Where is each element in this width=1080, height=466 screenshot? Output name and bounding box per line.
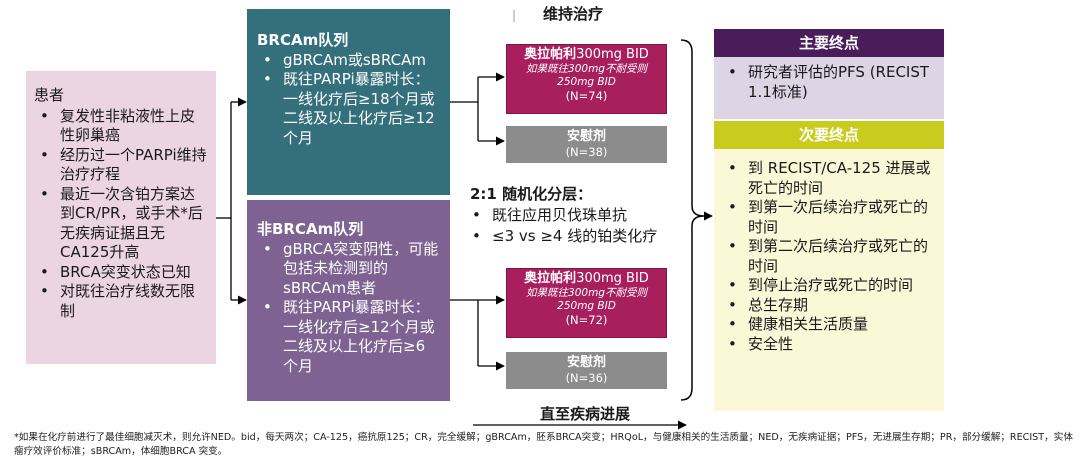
stratification-title: 2:1 随机化分层： (470, 185, 593, 203)
maintenance-title: 维持治疗 (543, 5, 604, 23)
list-item: gBRCA突变阴性，可能包括未检测到的sBRCAm患者 (257, 240, 440, 299)
list-item: 安全性 (722, 335, 936, 355)
secondary-endpoint-list: 到 RECIST/CA-125 进展或死亡的时间 到第一次后续治疗或死亡的时间 … (722, 159, 936, 354)
primary-endpoint-list: 研究者评估的PFS (RECIST 1.1标准) (722, 63, 936, 102)
secondary-endpoint-header: 次要终点 (714, 121, 944, 149)
nonbrca-cohort-list: gBRCA突变阴性，可能包括未检测到的sBRCAm患者 既往PARPi暴露时长：… (257, 240, 440, 377)
brca-olaparib-arm: 奥拉帕利300mg BID 如果既往300mg不耐受则 250mg BID (N… (506, 44, 667, 114)
brca-cohort-box: BRCAm队列 gBRCAm或sBRCAm 既往PARPi暴露时长：一线化疗后≥… (247, 9, 450, 195)
stratification-list: 既往应用贝伐珠单抗 ≤3 vs ≥4 线的铂类化疗 (470, 205, 710, 247)
arm-dose: 300mg BID (576, 271, 649, 286)
patient-box: 患者 复发性非粘液性上皮性卵巢癌 经历过一个PARPi维持治疗疗程 最近一次含铂… (26, 71, 216, 364)
list-item: 既往PARPi暴露时长：一线化疗后≥18个月或二线及以上化疗后≥12个月 (257, 70, 440, 148)
brca-cohort-title: BRCAm队列 (257, 31, 349, 49)
arm-note: 如果既往300mg不耐受则 (526, 63, 647, 75)
arm-drug: 安慰剂 (566, 129, 606, 144)
list-item: 最近一次含铂方案达到CR/PR，或手术*后无疾病证据且无CA125升高 (34, 185, 208, 263)
secondary-endpoint-body: 到 RECIST/CA-125 进展或死亡的时间 到第一次后续治疗或死亡的时间 … (714, 149, 944, 411)
list-item: 经历过一个PARPi维持治疗疗程 (34, 146, 208, 185)
brca-cohort-list: gBRCAm或sBRCAm 既往PARPi暴露时长：一线化疗后≥18个月或二线及… (257, 51, 440, 149)
primary-endpoint-body: 研究者评估的PFS (RECIST 1.1标准) (714, 57, 944, 119)
list-item: 到第一次后续治疗或死亡的时间 (722, 198, 936, 237)
list-item: 研究者评估的PFS (RECIST 1.1标准) (722, 63, 936, 102)
footnote: *如果在化疗前进行了最佳细胞减灭术，则允许NED。bid，每天两次；CA-125… (14, 432, 1073, 457)
list-item: BRCA突变状态已知 (34, 263, 208, 283)
stratification-block: 2:1 随机化分层： 既往应用贝伐珠单抗 ≤3 vs ≥4 线的铂类化疗 (470, 184, 710, 247)
list-item: 总生存期 (722, 296, 936, 316)
list-item: 健康相关生活质量 (722, 315, 936, 335)
arm-n: (N=74) (565, 89, 608, 103)
list-item: 对既往治疗线数无限制 (34, 282, 208, 321)
arm-note-dose: 250mg BID (557, 76, 616, 88)
nonbrca-cohort-box: 非BRCAm队列 gBRCA突变阴性，可能包括未检测到的sBRCAm患者 既往P… (247, 200, 450, 401)
list-item: gBRCAm或sBRCAm (257, 51, 440, 71)
list-item: 复发性非粘液性上皮性卵巢癌 (34, 107, 208, 146)
arm-drug: 奥拉帕利 (524, 47, 577, 62)
list-item: 到第二次后续治疗或死亡的时间 (722, 237, 936, 276)
arm-drug: 奥拉帕利 (524, 271, 577, 286)
list-item: ≤3 vs ≥4 线的铂类化疗 (470, 226, 710, 247)
arm-note-dose: 250mg BID (557, 300, 616, 312)
arm-drug: 安慰剂 (566, 355, 606, 370)
nonbrca-cohort-title: 非BRCAm队列 (257, 220, 364, 238)
arm-note: 如果既往300mg不耐受则 (526, 287, 647, 299)
patient-title: 患者 (34, 86, 65, 104)
nonbrca-placebo-arm: 安慰剂 (N=36) (506, 352, 667, 389)
primary-endpoint-header: 主要终点 (714, 29, 944, 57)
arm-n: (N=72) (565, 313, 608, 327)
arm-n: (N=36) (565, 371, 608, 385)
patient-criteria-list: 复发性非粘液性上皮性卵巢癌 经历过一个PARPi维持治疗疗程 最近一次含铂方案达… (34, 107, 208, 322)
arm-n: (N=38) (565, 145, 608, 159)
brca-placebo-arm: 安慰剂 (N=38) (506, 126, 667, 163)
nonbrca-olaparib-arm: 奥拉帕利300mg BID 如果既往300mg不耐受则 250mg BID (N… (506, 268, 667, 338)
list-item: 既往应用贝伐珠单抗 (470, 205, 710, 226)
list-item: 到 RECIST/CA-125 进展或死亡的时间 (722, 159, 936, 198)
arm-dose: 300mg BID (576, 47, 649, 62)
list-item: 到停止治疗或死亡的时间 (722, 276, 936, 296)
until-progression-label: 直至疾病进展 (540, 405, 631, 423)
list-item: 既往PARPi暴露时长：一线化疗后≥12个月或二线及以上化疗后≥6个月 (257, 298, 440, 376)
